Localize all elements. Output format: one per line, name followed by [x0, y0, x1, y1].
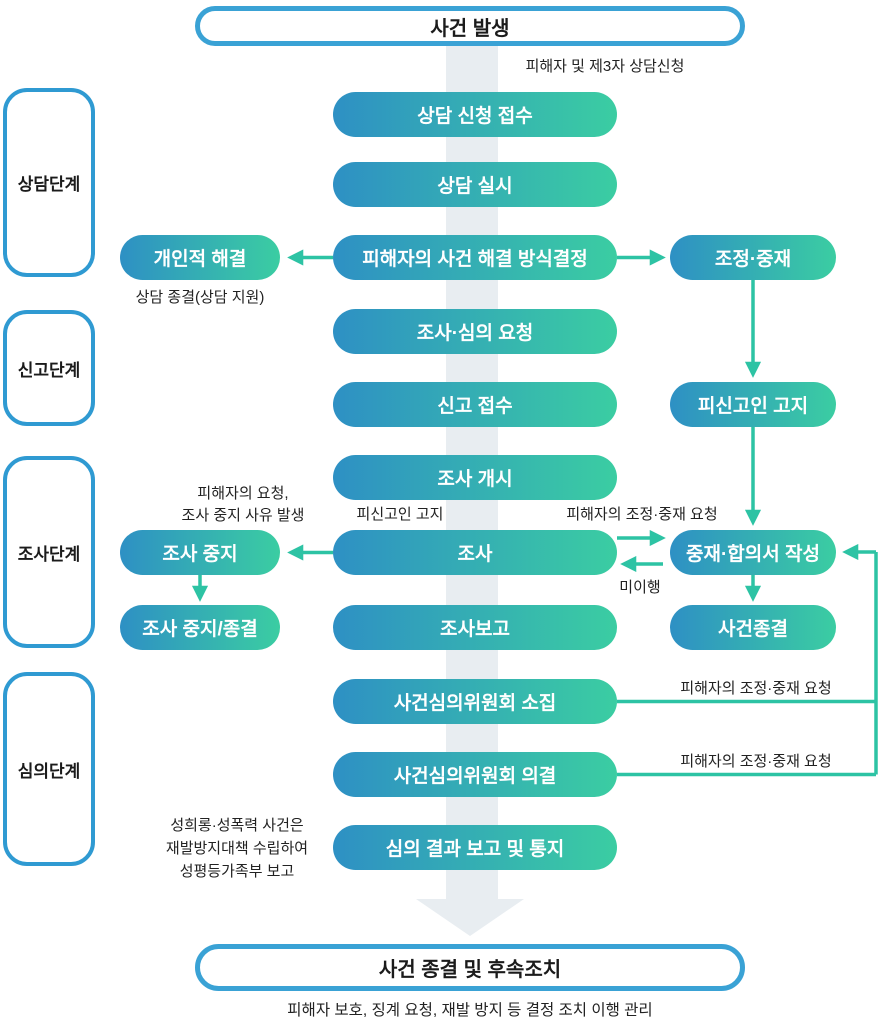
annotation-mediation-request-1: 피해자의 조정·중재 요청 [566, 506, 718, 523]
node-investigation-stop: 조사 중지 [120, 530, 280, 575]
node-case-closure-followup: 사건 종결 및 후속조치 [195, 944, 745, 991]
node-respondent-notice: 피신고인 고지 [670, 382, 836, 427]
annotation-counsel-end: 상담 종결(상담 지원) [135, 289, 265, 306]
node-investigation-report: 조사보고 [333, 605, 617, 650]
annotation-end: 피해자 보호, 징계 요청, 재발 방지 등 결정 조치 이행 관리 [287, 1002, 653, 1019]
node-consult-conduct: 상담 실시 [333, 162, 617, 207]
annotation-report-duty-line2: 재발방지대책 수립하여 [165, 840, 309, 857]
annotation-notify-respondent: 피신고인 고지 [356, 506, 444, 523]
stage-investigation: 조사단계 [3, 456, 95, 648]
stage-counseling: 상담단계 [3, 88, 95, 277]
node-incident-start: 사건 발생 [195, 6, 745, 46]
node-investigation-review-request: 조사·심의 요청 [333, 309, 617, 354]
annotation-non-compliance: 미이행 [619, 579, 661, 596]
node-resolution-method-decision: 피해자의 사건 해결 방식결정 [333, 235, 617, 280]
annotation-stop-reason-line1: 피해자의 요청, [197, 485, 289, 502]
node-personal-resolution: 개인적 해결 [120, 235, 280, 280]
annotation-report-duty: 성희롱·성폭력 사건은 재발방지대책 수립하여 성평등가족부 보고 [142, 814, 332, 883]
node-investigation: 조사 [333, 530, 617, 575]
annotation-mediation-request-3: 피해자의 조정·중재 요청 [680, 753, 832, 770]
annotation-mediation-request-2: 피해자의 조정·중재 요청 [680, 680, 832, 697]
annotation-report-duty-line3: 성평등가족부 보고 [179, 863, 295, 880]
stage-deliberation: 심의단계 [3, 672, 95, 866]
node-report-receipt: 신고 접수 [333, 382, 617, 427]
node-agreement-drafting: 중재·합의서 작성 [670, 530, 836, 575]
annotation-start: 피해자 및 제3자 상담신청 [525, 58, 685, 75]
node-investigation-stop-end: 조사 중지/종결 [120, 605, 280, 650]
node-result-report-notice: 심의 결과 보고 및 통지 [333, 825, 617, 870]
stage-reporting: 신고단계 [3, 310, 95, 426]
node-case-closed: 사건종결 [670, 605, 836, 650]
annotation-stop-reason-line2: 조사 중지 사유 발생 [181, 507, 305, 524]
node-mediation-arbitration: 조정·중재 [670, 235, 836, 280]
annotation-report-duty-line1: 성희롱·성폭력 사건은 [170, 817, 304, 834]
node-committee-decision: 사건심의위원회 의결 [333, 752, 617, 797]
annotation-stop-reason: 피해자의 요청, 조사 중지 사유 발생 [128, 483, 358, 527]
node-consult-request-receipt: 상담 신청 접수 [333, 92, 617, 137]
node-investigation-start: 조사 개시 [333, 455, 617, 500]
node-committee-convene: 사건심의위원회 소집 [333, 679, 617, 724]
